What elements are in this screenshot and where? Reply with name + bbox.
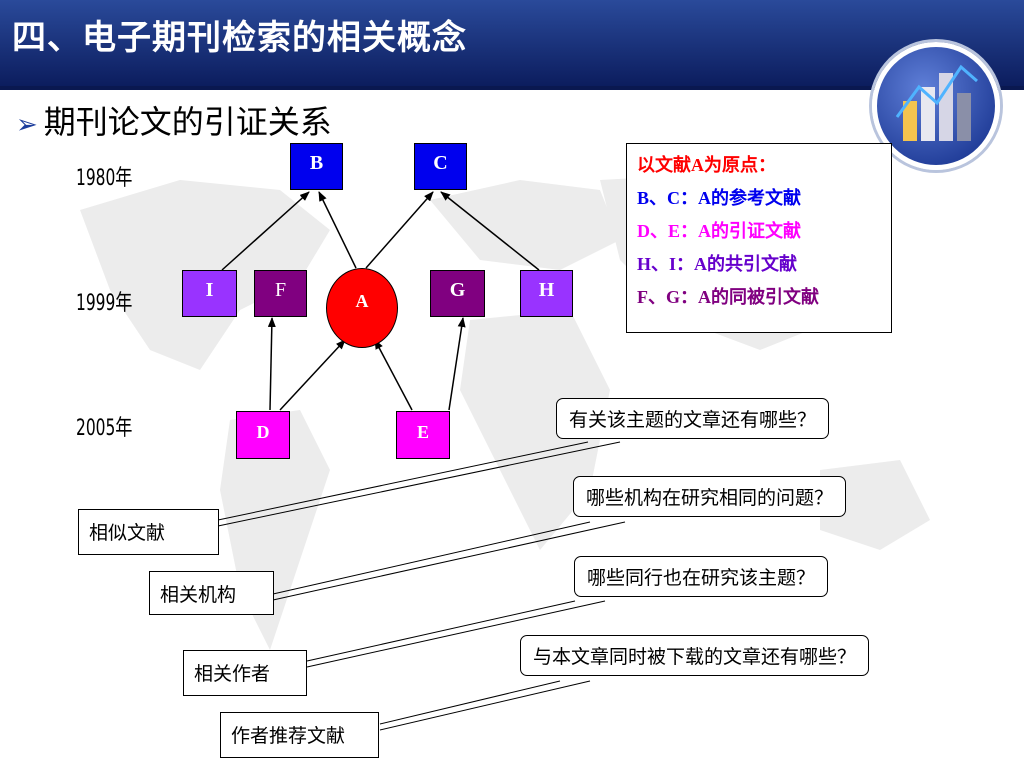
node-b: B (290, 143, 343, 190)
feature-similar-literature: 相似文献 (78, 509, 219, 555)
legend-references: B、C：A的参考文献 (637, 188, 802, 208)
arrow-e-a (374, 339, 413, 411)
arrow-a-b (318, 191, 357, 269)
pointer-line (306, 600, 576, 662)
arrow-e-g (448, 317, 466, 411)
node-d: D (236, 411, 290, 459)
subtitle-text: 期刊论文的引证关系 (43, 103, 332, 141)
year-1999: 1999年 (76, 291, 133, 316)
slide-title: 四、电子期刊检索的相关概念 (12, 18, 467, 58)
arrow-h-c (440, 191, 540, 271)
feature-related-authors: 相关作者 (183, 650, 307, 696)
pointer-line (217, 441, 621, 527)
node-h: H (520, 270, 573, 317)
legend-co-cited: F、G：A的同被引文献 (637, 287, 819, 307)
arrow-a-c (365, 191, 434, 269)
node-i: I (182, 270, 237, 317)
pointer-line (217, 441, 589, 521)
node-g: G (430, 270, 485, 317)
chart-logo (872, 42, 1000, 170)
arrow-d-a (279, 339, 346, 411)
legend-citing: D、E：A的引证文献 (637, 221, 802, 241)
legend-box: 以文献A为原点： B、C：A的参考文献 D、E：A的引证文献 H、I：A的共引文… (626, 143, 892, 333)
subtitle: ➢期刊论文的引证关系 (16, 97, 332, 143)
node-a: A (326, 268, 398, 348)
bar-chart-icon (895, 64, 978, 141)
arrow-d-f (267, 317, 276, 411)
question-co-downloaded: 与本文章同时被下载的文章还有哪些？ (520, 635, 870, 676)
feature-author-recommended: 作者推荐文献 (220, 712, 379, 758)
question-institutions: 哪些机构在研究相同的问题？ (573, 476, 847, 517)
node-f: F (254, 270, 307, 317)
question-similar-articles: 有关该主题的文章还有哪些？ (556, 398, 830, 439)
pointer-line (272, 521, 591, 595)
pointer-line (379, 680, 591, 731)
pointer-line (379, 680, 561, 725)
title-underline (0, 86, 1024, 90)
node-c: C (414, 143, 467, 190)
pointer-line (272, 521, 626, 601)
arrow-bullet-icon: ➢ (16, 110, 38, 140)
question-peers: 哪些同行也在研究该主题？ (574, 556, 829, 597)
pointer-line (306, 600, 606, 668)
arrow-i-b (221, 191, 310, 271)
node-e: E (396, 411, 450, 459)
year-1980: 1980年 (76, 166, 133, 191)
legend-origin: 以文献A为原点： (637, 155, 776, 175)
title-bar: 四、电子期刊检索的相关概念 (0, 0, 1024, 86)
legend-co-citation: H、I：A的共引文献 (637, 254, 798, 274)
feature-related-institutions: 相关机构 (149, 571, 274, 615)
year-2005: 2005年 (76, 416, 133, 441)
